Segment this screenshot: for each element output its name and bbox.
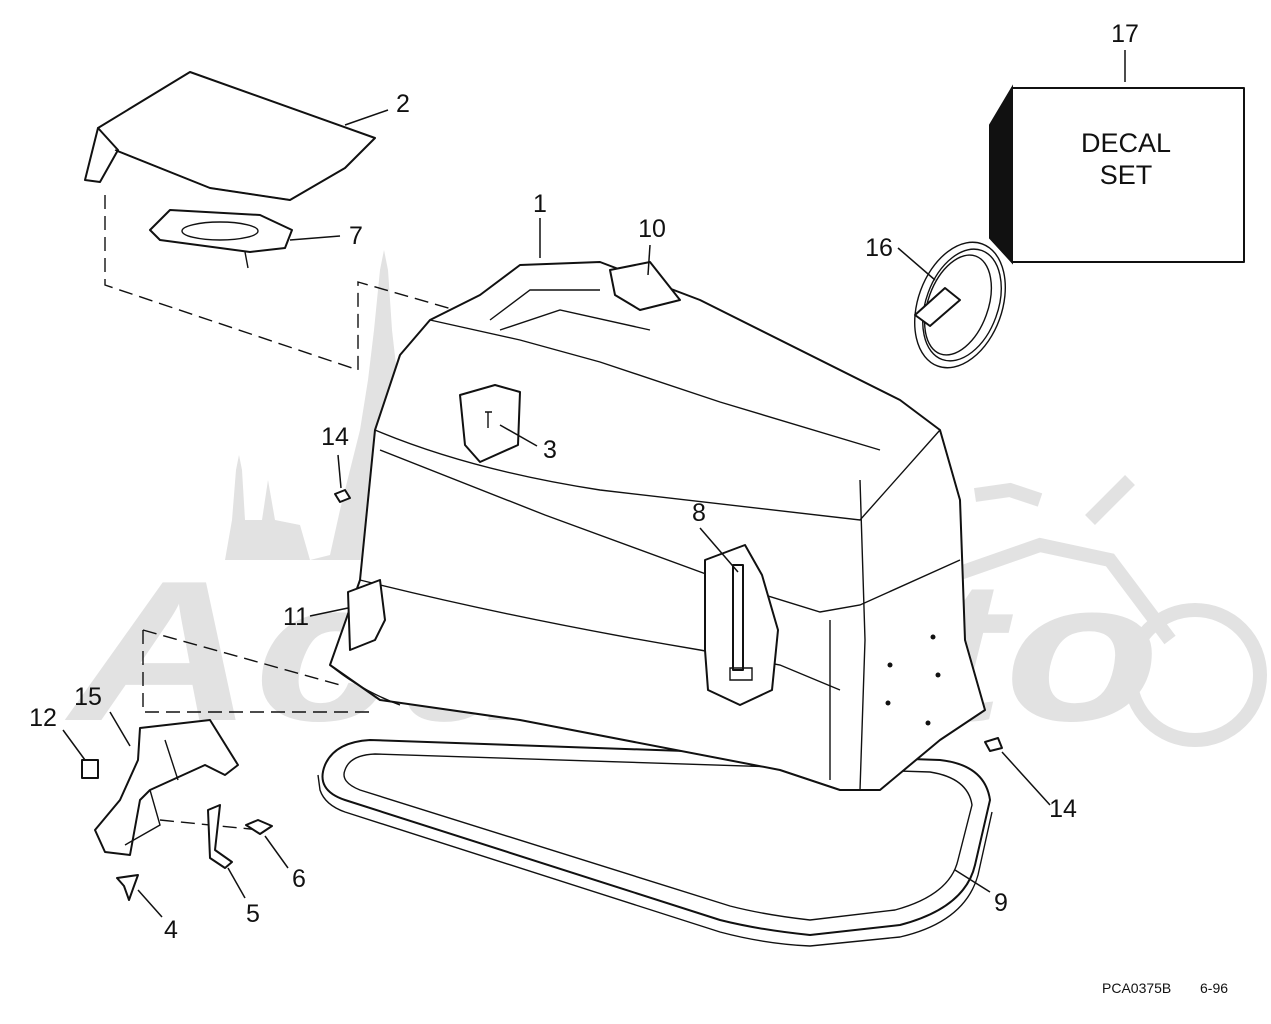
callout-3: 3 [543, 436, 557, 464]
decal-set-box-part-17: DECAL SET [989, 84, 1245, 265]
footer-date: 6-96 [1200, 980, 1228, 996]
bolt-part-14-left [334, 489, 351, 503]
callout-1: 1 [533, 190, 547, 218]
callout-16: 16 [865, 234, 893, 262]
callout-6: 6 [292, 865, 306, 893]
callout-12: 12 [29, 704, 57, 732]
leader-lines [62, 50, 1126, 918]
latch-part-8 [704, 544, 779, 706]
cutout-part-11 [347, 579, 386, 651]
cover-holes [885, 634, 941, 726]
plate-part-7 [149, 209, 293, 269]
callout-10: 10 [638, 215, 666, 243]
screw-part-6 [245, 819, 273, 835]
rear-cover-part-2 [84, 71, 376, 201]
decal-label-line1: DECAL [1081, 128, 1171, 158]
bolt-part-14-right [984, 737, 1003, 752]
callout-17: 17 [1111, 20, 1139, 48]
footer: PCA0375B 6-96 [1102, 980, 1228, 996]
callout-4: 4 [164, 916, 178, 944]
cable-part-16 [914, 241, 1006, 369]
bracket-part-15 [94, 719, 239, 856]
callout-7: 7 [349, 222, 363, 250]
footer-code: PCA0375B [1102, 980, 1171, 996]
seal-frame-part-9 [317, 739, 993, 947]
decal-label-line2: SET [1100, 160, 1153, 190]
cutout-part-3 [459, 384, 521, 463]
clip-part-12 [81, 759, 99, 779]
callouts: 1 2 3 4 5 6 7 8 9 10 11 12 14 14 15 16 1… [29, 20, 1139, 944]
callout-5: 5 [246, 900, 260, 928]
fastener-part-4 [116, 874, 139, 901]
callout-2: 2 [396, 90, 410, 118]
callout-11: 11 [283, 603, 309, 631]
callout-8: 8 [692, 499, 706, 527]
callout-14-lower: 14 [1049, 795, 1077, 823]
callout-14-upper: 14 [321, 423, 349, 451]
bracket-part-5 [207, 804, 233, 869]
callout-9: 9 [994, 889, 1008, 917]
callout-15: 15 [74, 683, 102, 711]
